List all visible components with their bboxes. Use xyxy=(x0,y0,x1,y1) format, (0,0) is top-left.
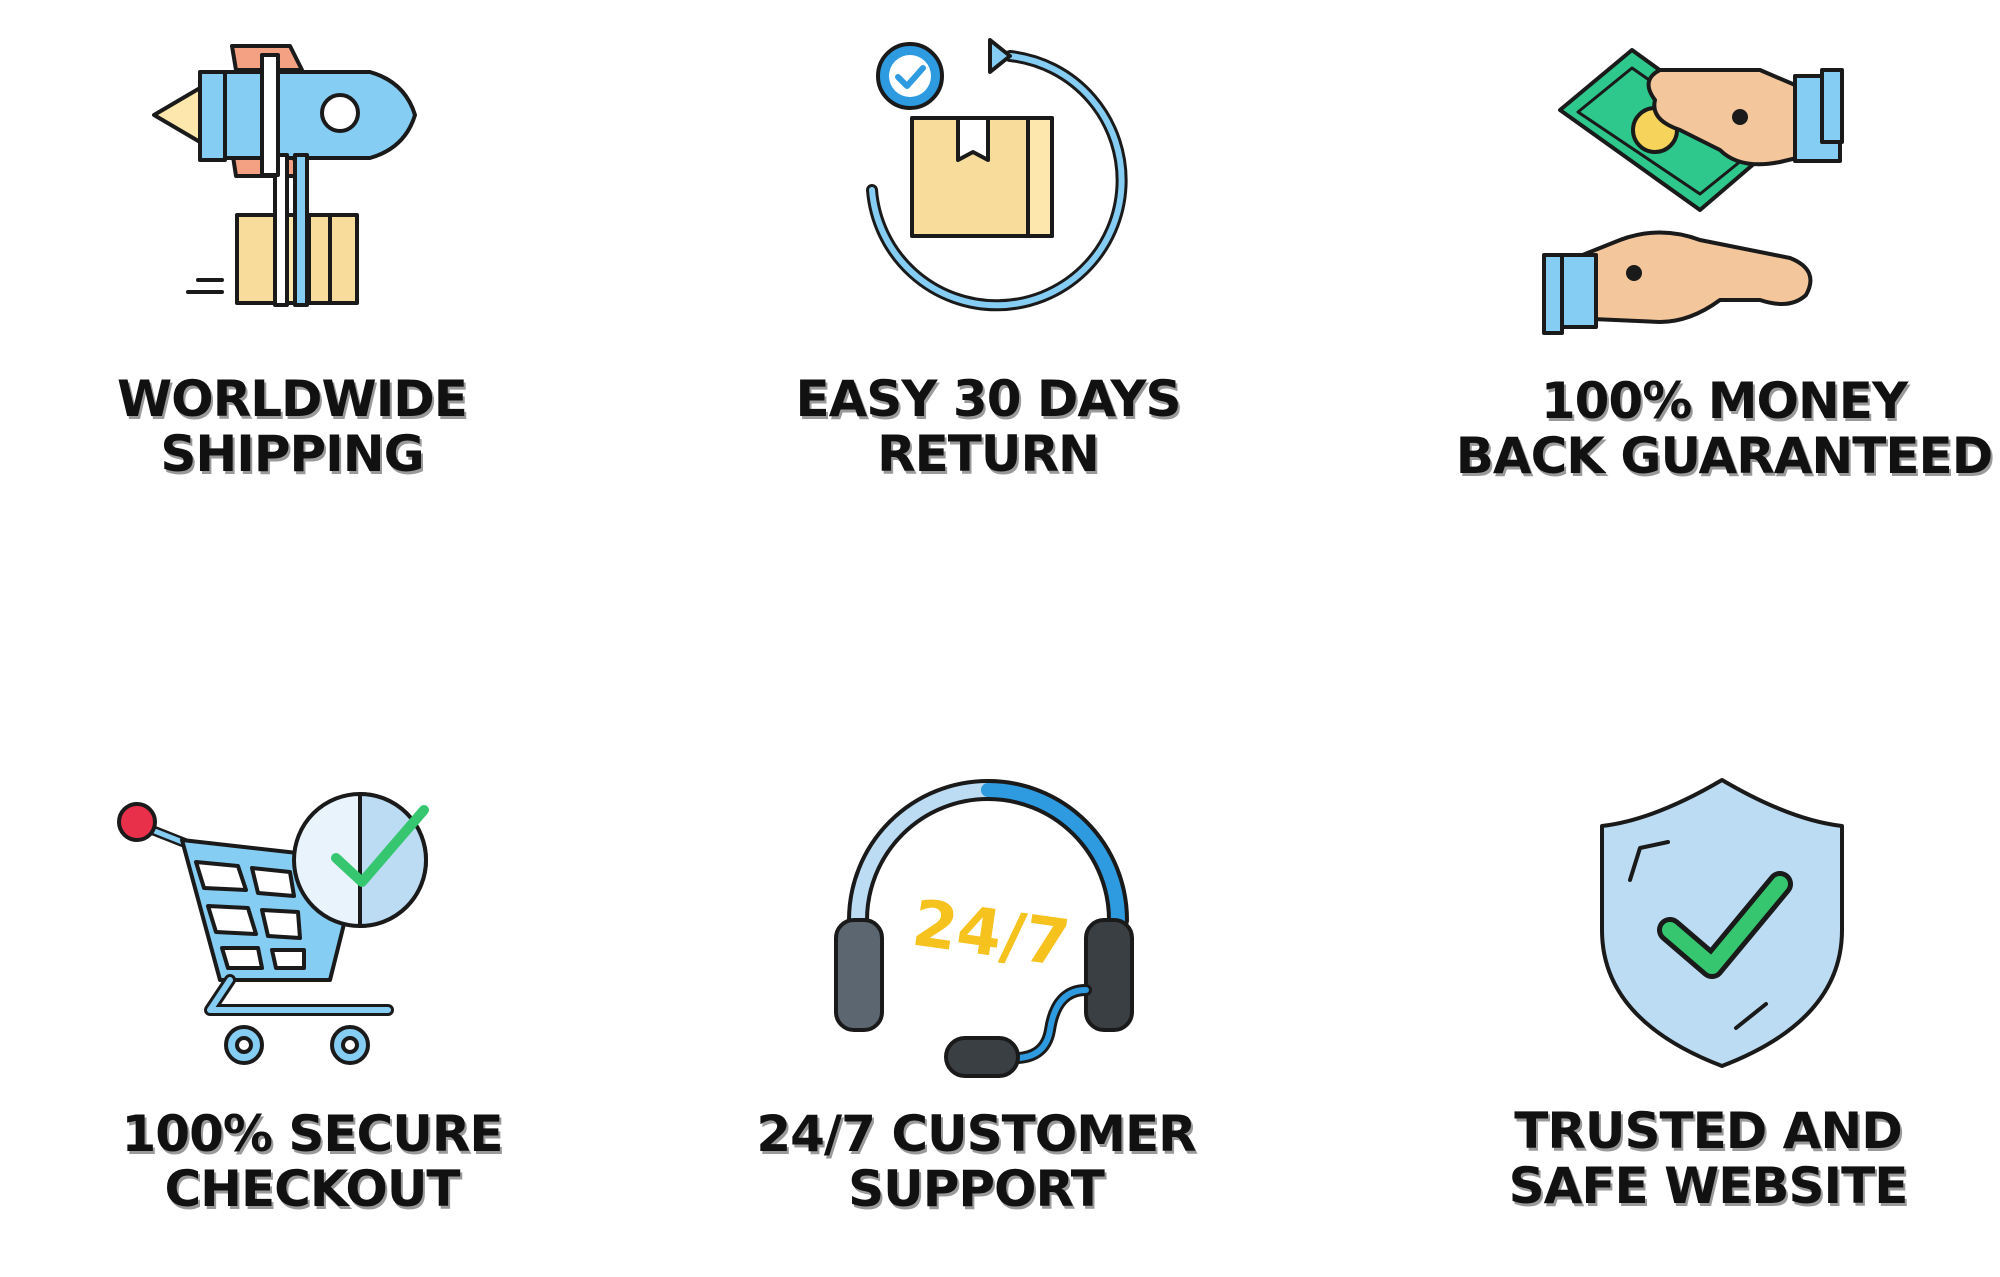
money-back-label: 100% MONEY BACK GUARANTEED xyxy=(1455,372,1993,485)
secure-checkout-label: 100% SECURE CHECKOUT xyxy=(121,1105,504,1218)
box-icon xyxy=(910,116,1054,238)
trusted-safe-label: TRUSTED AND SAFE WEBSITE xyxy=(1508,1102,1909,1215)
easy-return-label: EASY 30 DAYS RETURN xyxy=(795,370,1181,483)
worldwide-shipping-label: WORLDWIDE SHIPPING xyxy=(117,370,468,483)
check-badge-icon xyxy=(876,42,944,110)
customer-support-label: 24/7 CUSTOMER SUPPORT xyxy=(756,1105,1196,1218)
